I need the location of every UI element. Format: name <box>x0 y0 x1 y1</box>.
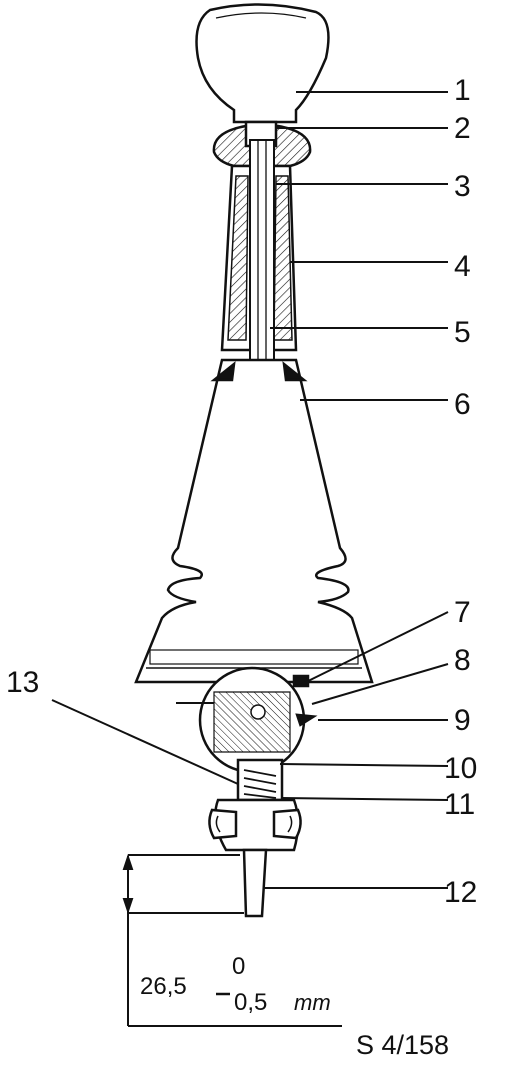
dimension-unit: mm <box>294 990 331 1015</box>
lower-spring-housing <box>236 758 284 802</box>
callout-2: 2 <box>454 112 471 145</box>
ball-joint <box>176 666 318 774</box>
callout-9: 9 <box>454 704 471 737</box>
dimension-text: 26,5 0 0,5 mm <box>140 953 331 1016</box>
callout-5: 5 <box>454 316 471 349</box>
callout-8: 8 <box>454 644 471 677</box>
dimension-upper-tolerance: 0 <box>232 953 245 980</box>
callout-1: 1 <box>454 74 471 107</box>
rubber-boot <box>134 358 374 684</box>
callout-3: 3 <box>454 170 471 203</box>
callout-6: 6 <box>454 388 471 421</box>
lower-bushing <box>208 798 302 852</box>
knob <box>195 3 330 124</box>
lever-tip <box>242 848 268 918</box>
leader-lines <box>51 91 449 889</box>
callout-labels: 1 2 3 4 5 6 7 8 9 10 11 12 13 <box>6 74 477 909</box>
callout-7: 7 <box>454 596 471 629</box>
callout-4: 4 <box>454 250 471 283</box>
callout-12: 12 <box>444 876 477 909</box>
callout-10: 10 <box>444 752 477 785</box>
callout-13: 13 <box>6 666 39 699</box>
callout-11: 11 <box>444 788 475 821</box>
dimension-annotation <box>122 853 342 1027</box>
lever-sleeve <box>220 164 298 352</box>
figure-reference: S 4/158 <box>356 1030 449 1060</box>
dimension-lower-tolerance: 0,5 <box>234 989 267 1016</box>
dimension-value: 26,5 <box>140 973 187 1000</box>
